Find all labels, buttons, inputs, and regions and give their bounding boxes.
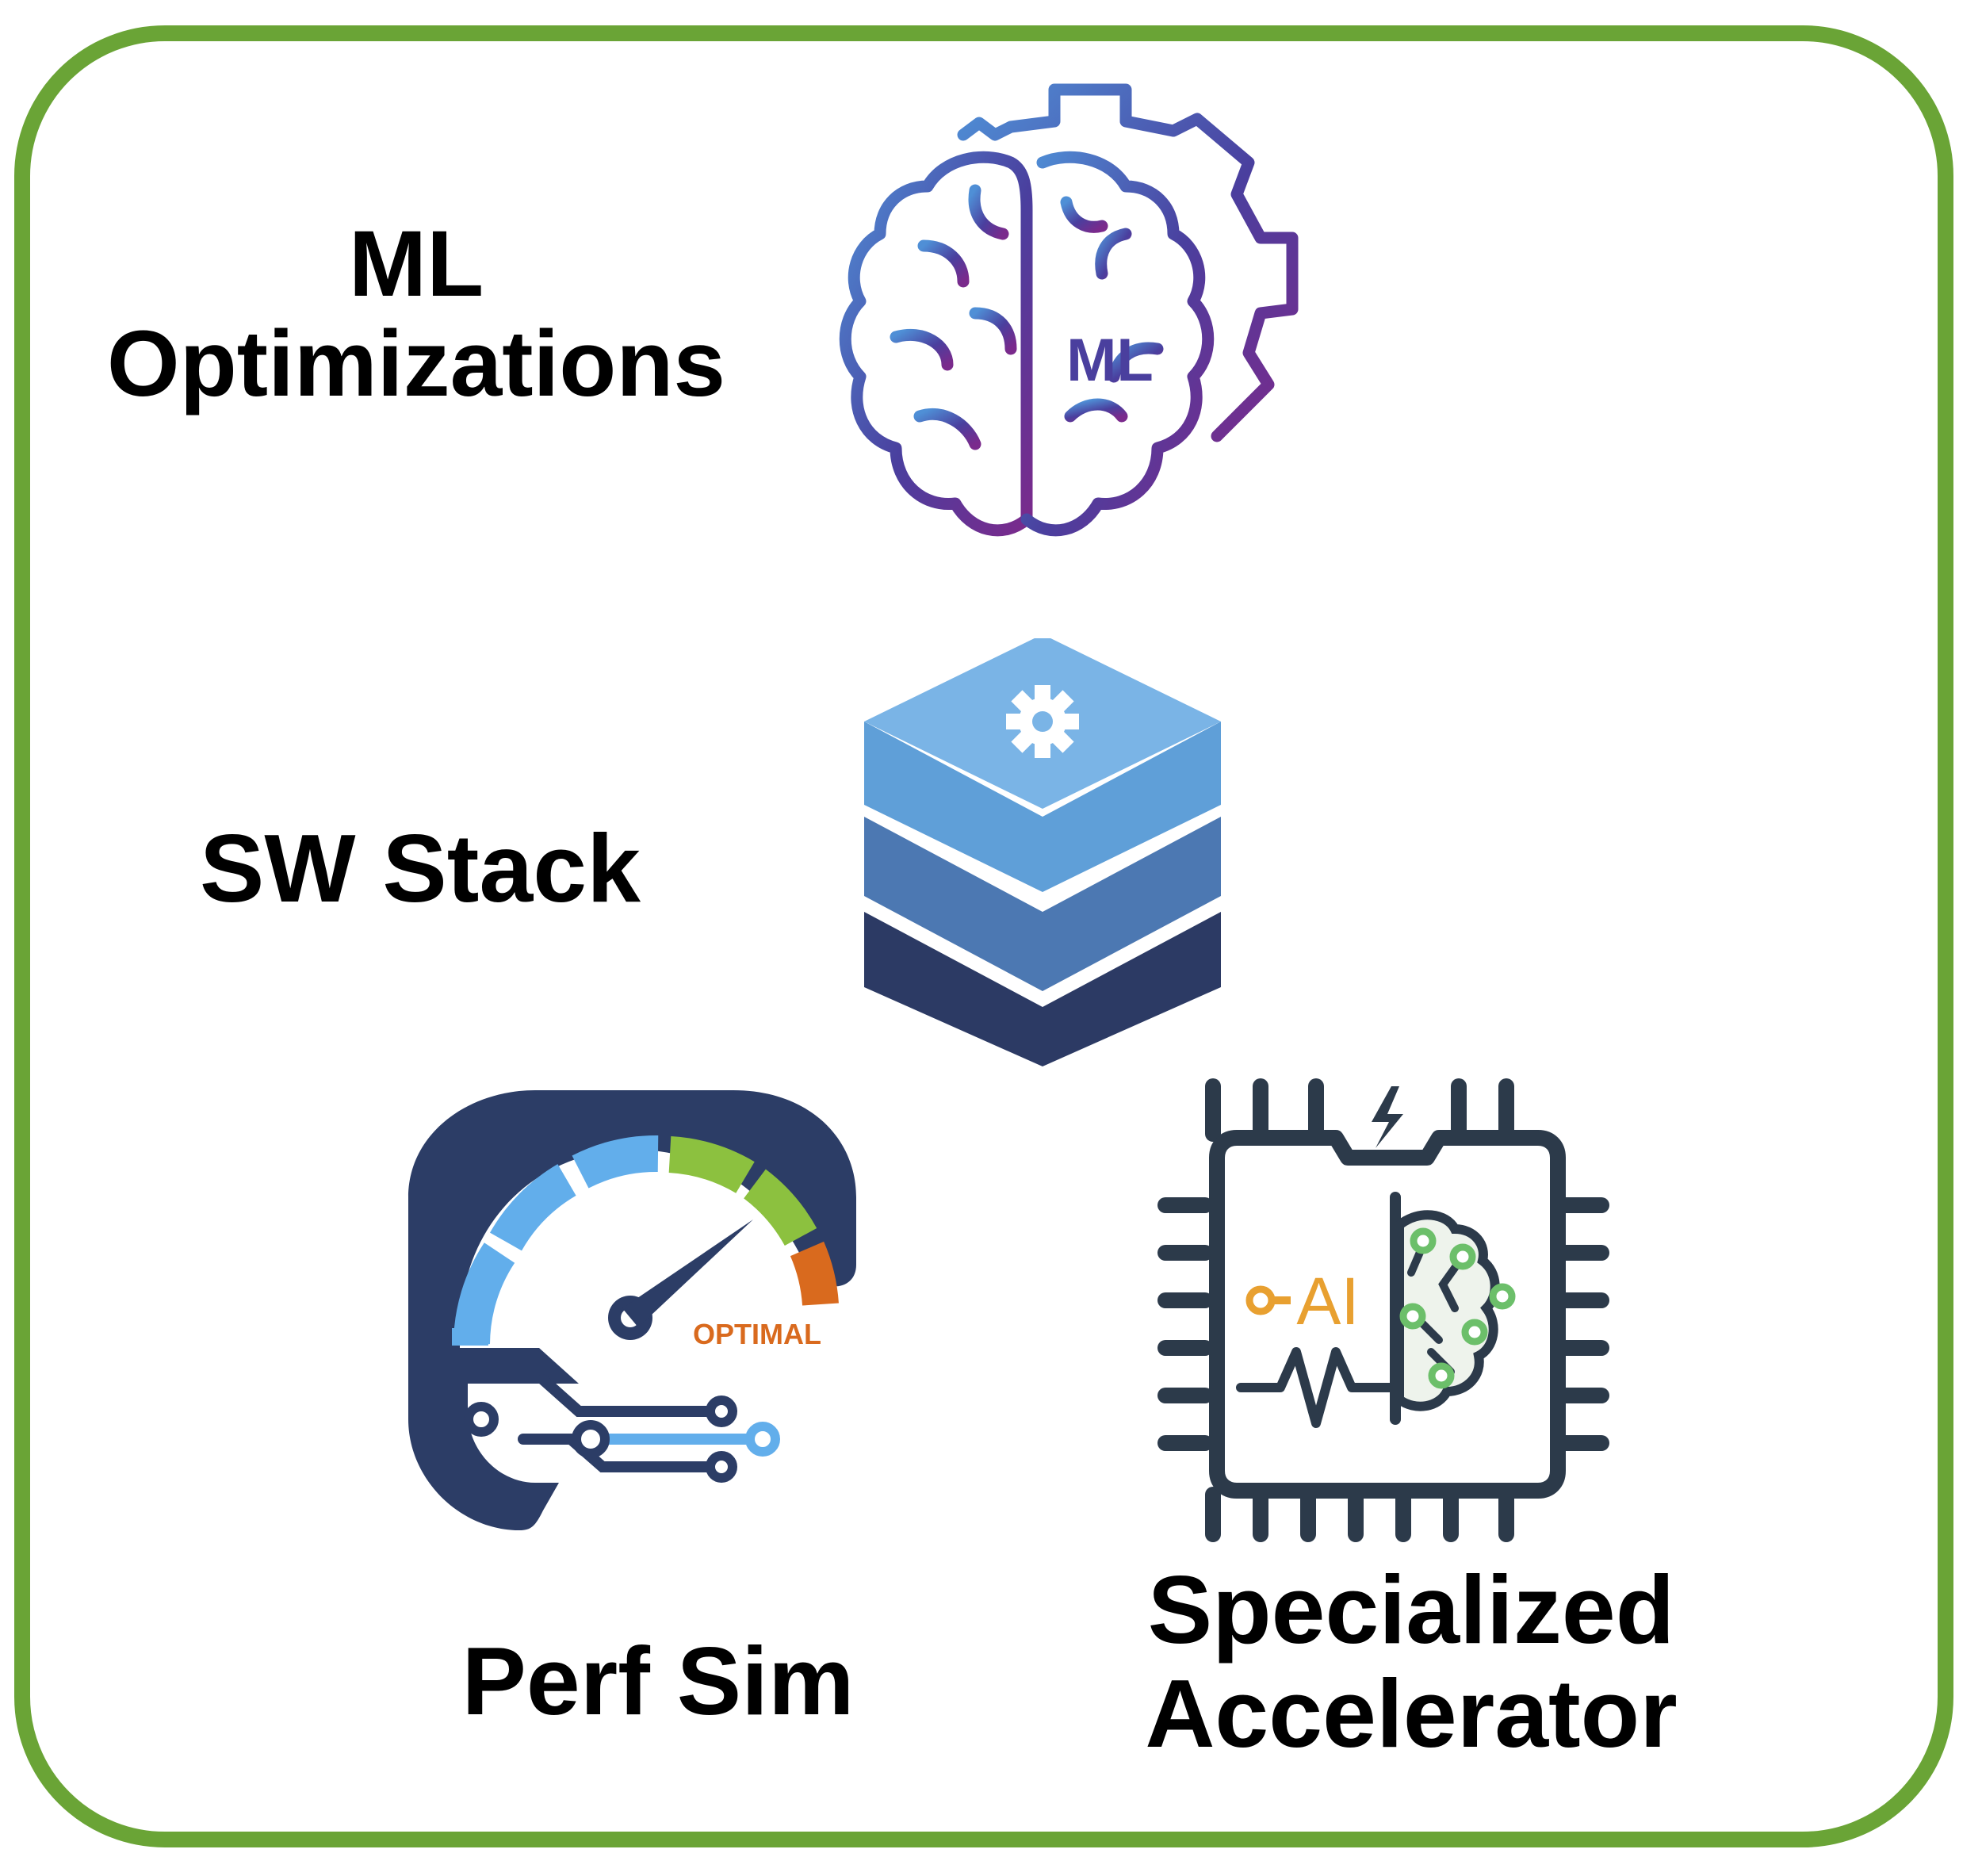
sw-stack-label: SW Stack <box>200 814 641 922</box>
ml-optimizations-label: ML Optimizations <box>48 214 785 415</box>
brain-icon-text: ML <box>1066 327 1154 394</box>
brain-gear-icon: ML <box>839 83 1299 537</box>
gauge-optimal-text: OPTIMAL <box>693 1318 821 1350</box>
speedometer-icon: OPTIMAL <box>408 1090 856 1530</box>
specialized-accelerator-line2: Accelerator <box>1145 1659 1678 1767</box>
specialized-accelerator-label: Specialized Accelerator <box>1086 1558 1736 1765</box>
ai-chip-icon: AI <box>1157 1078 1609 1542</box>
chip-ai-text: AI <box>1296 1264 1359 1338</box>
layered-stack-icon <box>864 638 1221 1066</box>
ml-optimizations-line1: ML <box>348 212 484 316</box>
ml-optimizations-line2: Optimizations <box>106 312 726 417</box>
perf-sim-label: Perf Sim <box>461 1627 855 1735</box>
specialized-accelerator-line1: Specialized <box>1147 1556 1675 1664</box>
